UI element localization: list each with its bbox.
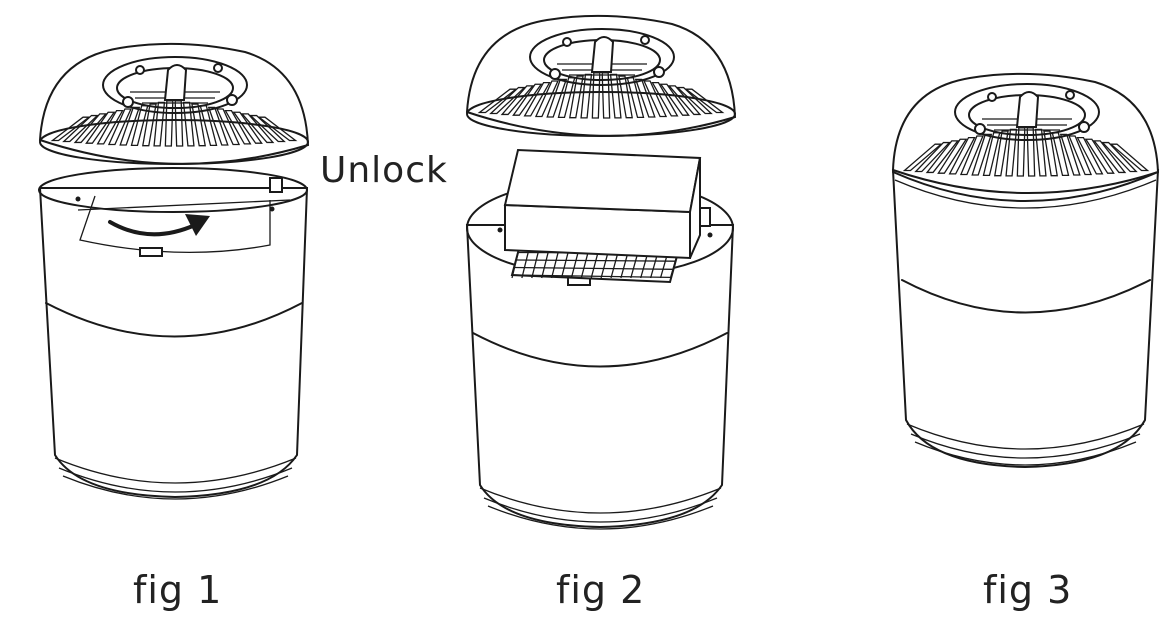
vent-slot [216, 108, 241, 146]
vent-slot [971, 133, 993, 176]
vent-slot [569, 75, 584, 119]
vent-slot [609, 73, 622, 119]
fig2-caption: fig 2 [556, 568, 646, 612]
vent-slot [601, 72, 611, 119]
fig1-top-cap [38, 42, 310, 165]
vent-slot [107, 108, 132, 146]
vent-slot [534, 80, 559, 118]
vent-slot [914, 141, 951, 173]
vent-slot [500, 85, 535, 116]
vent-slot [232, 111, 263, 144]
vent-slot [1084, 138, 1115, 174]
vent-slot [684, 88, 725, 114]
vent-slot [1059, 133, 1081, 176]
vent-slot [191, 103, 206, 147]
fig2-filter-cartridge [503, 148, 702, 260]
vent-slot [982, 132, 1001, 177]
vent-slot [959, 135, 984, 176]
vent-slot [489, 86, 527, 115]
vent-slot [634, 78, 656, 118]
vent-slot [1005, 128, 1018, 177]
fig1-base-body [38, 167, 309, 500]
vent-slot [1051, 132, 1070, 177]
vent-slot [119, 106, 141, 146]
vent-slot [937, 138, 968, 174]
fig2-top-cap [465, 14, 737, 137]
vent-slot [925, 140, 960, 174]
grid-line [515, 259, 676, 262]
vent-slot [182, 101, 195, 147]
grid-line [511, 274, 671, 279]
fig1-rotate-arrow [108, 214, 210, 237]
vent-slot [248, 114, 286, 143]
vent-slot [557, 77, 576, 119]
vent-slot [1034, 128, 1047, 177]
vent-slot [207, 106, 229, 146]
vent-slot [1092, 140, 1127, 174]
vent-slot [994, 130, 1009, 177]
vent-slot [626, 77, 645, 119]
vent-slot [224, 109, 252, 145]
vent-slot [902, 143, 943, 172]
vent-slot [1016, 127, 1026, 177]
vent-slot [1068, 135, 1093, 176]
vent-slot [651, 81, 679, 117]
vent-slot [85, 111, 116, 144]
vent-slot [142, 103, 157, 147]
vent-slot [96, 109, 124, 145]
vent-slot [1109, 143, 1150, 172]
unlock-label: Unlock [320, 150, 448, 191]
vent-slot [130, 105, 149, 147]
vent-slot [174, 100, 184, 147]
fig3-purifier-assembled [891, 72, 1160, 469]
vent-slot [257, 116, 298, 142]
vent-slot [580, 73, 593, 119]
vent-slot [659, 83, 690, 116]
vent-slot [1043, 130, 1058, 177]
vent-slot [618, 75, 633, 119]
vent-slot [523, 81, 551, 117]
vent-slot [675, 86, 713, 115]
vent-slot [546, 78, 568, 118]
vent-slot [153, 101, 166, 147]
vent-slot [1076, 136, 1104, 175]
vent-slot [512, 83, 543, 116]
fig1-caption: fig 1 [133, 568, 223, 612]
fig3-base-body [891, 169, 1160, 469]
fig3-caption: fig 3 [983, 568, 1073, 612]
vent-slot [477, 88, 518, 114]
vent-slot [591, 72, 601, 119]
vent-slot [667, 85, 702, 116]
vent-slot [164, 100, 174, 147]
vent-slot [1026, 127, 1036, 177]
vent-slot [948, 136, 976, 175]
vent-slot [50, 116, 91, 142]
fig1-purifier-unlocking [38, 42, 310, 500]
fig3-top-cap [891, 72, 1160, 209]
vent-slot [62, 114, 100, 143]
vent-slot [643, 80, 668, 118]
fig2-purifier-filter-exposed [465, 14, 737, 530]
vent-slot [73, 113, 108, 144]
vent-slot [240, 113, 275, 144]
grid-line [513, 266, 673, 270]
vent-slot [1101, 141, 1138, 173]
vent-slot [199, 105, 218, 147]
